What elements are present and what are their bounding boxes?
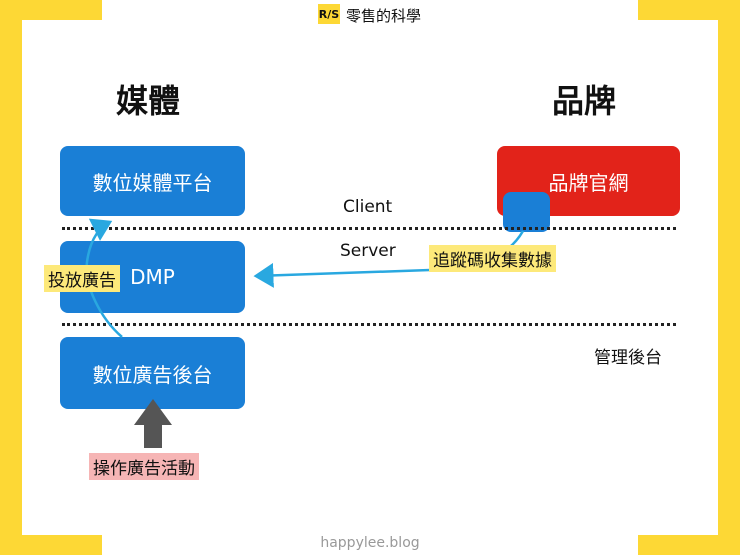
top-left-frame-bar [0, 0, 102, 20]
operate-campaign-arrow [134, 399, 172, 448]
digital-media-platform-label: 數位媒體平台 [92, 170, 213, 195]
footer-site: happylee.blog [320, 535, 420, 551]
bottom-left-frame-bar [0, 535, 102, 555]
left-frame-bar [0, 0, 22, 555]
ad-backend-box: 數位廣告後台 [60, 337, 245, 409]
brand-heading: 品牌 [552, 82, 617, 120]
server-label: Server [340, 241, 396, 261]
digital-media-platform-box: 數位媒體平台 [60, 146, 245, 216]
media-heading: 媒體 [116, 82, 181, 120]
dmp-label: DMP [130, 265, 175, 289]
brand-title: 零售的科學 [346, 7, 422, 25]
right-frame-bar [718, 0, 740, 555]
brand-logo-text: R/S [318, 7, 340, 21]
tracking-code-tag [503, 192, 550, 232]
client-label: Client [343, 197, 393, 217]
tracking-code-annotation: 追蹤碼收集數據 [429, 245, 556, 272]
operate-campaign-annotation: 操作廣告活動 [89, 453, 199, 480]
server-backend-divider [62, 323, 676, 326]
ad-placement-annotation: 投放廣告 [44, 265, 120, 292]
ad-placement-arrow [85, 218, 123, 338]
brand-logo: R/S [318, 4, 340, 24]
ad-backend-label: 數位廣告後台 [92, 362, 213, 387]
bottom-right-frame-bar [638, 535, 740, 555]
management-backend-label: 管理後台 [594, 348, 662, 368]
client-server-divider [62, 227, 676, 230]
top-right-frame-bar [638, 0, 740, 20]
brand-site-label: 品牌官網 [548, 170, 629, 195]
